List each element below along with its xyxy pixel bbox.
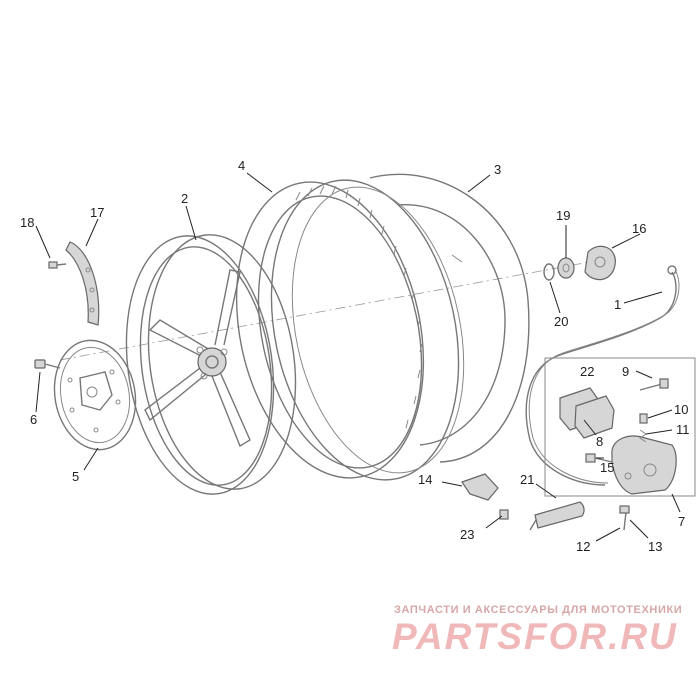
banjo-bolt (619, 505, 630, 531)
callout-2: 2 (181, 191, 188, 206)
callout-3: 3 (494, 162, 501, 177)
callout-11: 11 (676, 422, 690, 437)
watermark-tagline: ЗАПЧАСТИ И АКСЕССУАРЫ ДЛЯ МОТОТЕХНИКИ (394, 604, 683, 616)
callout-labels: 1 2 3 4 5 6 7 8 9 10 11 12 13 14 15 16 1… (20, 158, 690, 554)
callout-16: 16 (632, 221, 646, 236)
callout-7: 7 (678, 514, 685, 529)
callout-21: 21 (520, 472, 534, 487)
leader-lines (35, 172, 681, 542)
callout-20: 20 (554, 314, 568, 329)
brake-disc (53, 339, 137, 451)
inner-tube (369, 173, 530, 463)
axle-center-line (59, 259, 601, 361)
pad-pin (639, 378, 669, 391)
small-screw (48, 261, 67, 269)
callout-14: 14 (418, 472, 432, 487)
callout-15: 15 (600, 460, 614, 475)
callout-18: 18 (20, 215, 34, 230)
callout-17: 17 (90, 205, 104, 220)
caliper-bracket (461, 473, 499, 501)
callout-13: 13 (648, 539, 662, 554)
caliper-spring (639, 429, 647, 443)
bleed-valve (639, 413, 648, 424)
speedometer-ring (65, 241, 100, 326)
spacer (557, 257, 575, 279)
caliper-group-box (544, 357, 696, 497)
callout-5: 5 (72, 469, 79, 484)
tyre (235, 179, 465, 481)
callout-10: 10 (674, 402, 688, 417)
callout-23: 23 (460, 527, 474, 542)
brake-caliper (611, 435, 677, 495)
callout-12: 12 (576, 539, 590, 554)
wheel-spindle (529, 501, 585, 531)
callout-9: 9 (622, 364, 629, 379)
callout-1: 1 (614, 297, 621, 312)
callout-22: 22 (580, 364, 594, 379)
wheel-rim (125, 234, 297, 495)
washer (543, 263, 555, 281)
caliper-bolt (585, 453, 613, 463)
callout-8: 8 (596, 434, 603, 449)
speed-sensor-drive (584, 245, 616, 281)
callout-6: 6 (30, 412, 37, 427)
callout-4: 4 (238, 158, 245, 173)
callout-19: 19 (556, 208, 570, 223)
bracket-bolt (499, 509, 509, 520)
watermark-logo: PARTSFOR.RU (392, 616, 678, 657)
disc-bolt (34, 359, 61, 369)
brake-pads (559, 387, 615, 439)
